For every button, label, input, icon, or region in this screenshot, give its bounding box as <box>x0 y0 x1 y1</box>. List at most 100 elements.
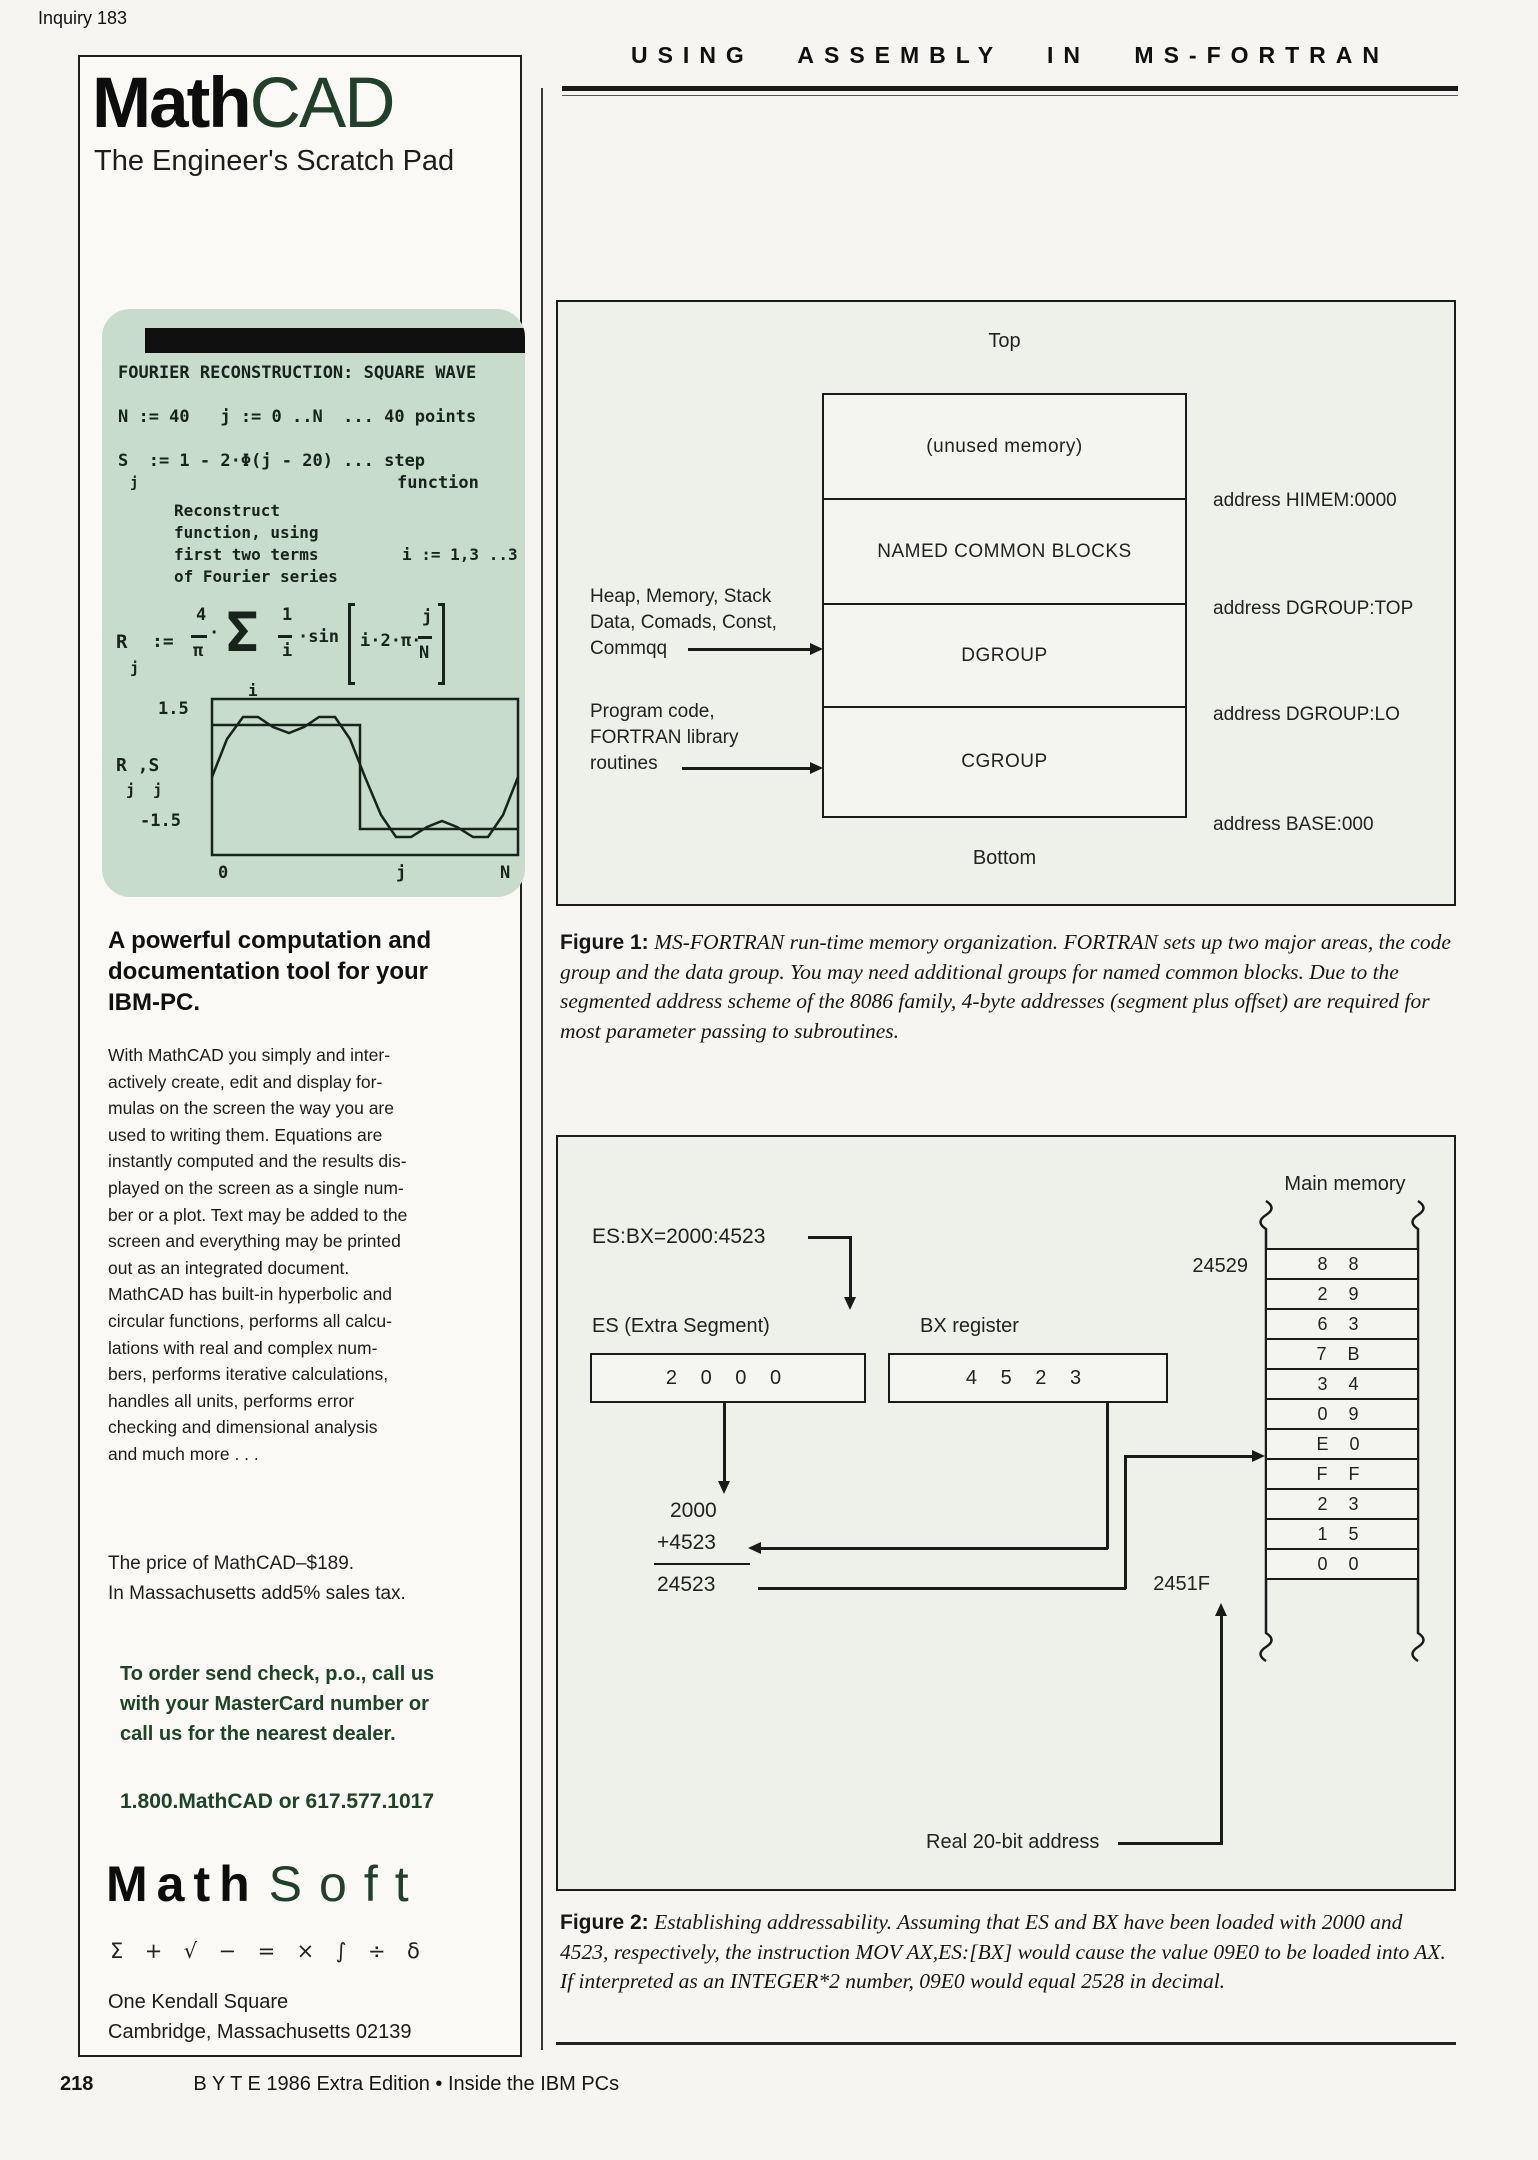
body-line: bers, performs iterative calculations, <box>108 1364 389 1385</box>
real-address-arrowhead <box>1215 1603 1227 1616</box>
bottom-rule <box>556 2042 1456 2045</box>
body-line: MathCAD has built-in hyperbolic and <box>108 1284 393 1305</box>
body-line: With MathCAD you simply and inter- <box>108 1045 391 1065</box>
formula-frac1-num: 4 <box>196 605 207 625</box>
esbx-arrowhead <box>844 1297 856 1310</box>
figure1-caption-text: MS-FORTRAN run-time memory organization.… <box>560 930 1451 1043</box>
screen-note-line: function, using <box>174 523 319 542</box>
fig2-main-memory-label: Main memory <box>1284 1173 1406 1195</box>
label-line: Commqq <box>590 638 668 659</box>
screen-note-line: Reconstruct <box>174 501 280 520</box>
ad-order-info: To order send check, p.o., call us with … <box>120 1659 434 1749</box>
cgroup-arrow-line <box>682 767 810 770</box>
logo-math: Math <box>92 64 252 143</box>
inquiry-number: Inquiry 183 <box>38 8 128 28</box>
memory-cell: 3 4 <box>1265 1368 1419 1400</box>
fraction-bar <box>418 636 432 639</box>
esbx-connector-v <box>849 1236 852 1298</box>
figure1-caption-lead: Figure 1: <box>560 931 649 954</box>
memory-block-unused: (unused memory) <box>822 393 1187 500</box>
minus-symbol: − <box>218 1939 237 1963</box>
headline-line: IBM-PC. <box>108 989 200 1016</box>
figure1-caption: Figure 1: MS-FORTRAN run-time memory org… <box>560 928 1456 1046</box>
memory-cell: F F <box>1265 1458 1419 1490</box>
plot-ylabel-sub: j j <box>126 781 163 799</box>
memory-cell: 0 0 <box>1265 1548 1419 1580</box>
label-line: FORTRAN library <box>590 727 739 748</box>
logo-cad: CAD <box>249 64 396 143</box>
body-line: actively create, edit and display for- <box>108 1071 383 1092</box>
figure2-addressability-diagram: ES:BX=2000:4523 ES (Extra Segment) BX re… <box>556 1135 1456 1891</box>
ad-price: The price of MathCAD–$189. In Massachuse… <box>108 1549 406 1609</box>
column-divider <box>541 88 543 2050</box>
plot-ylabel: R ,S <box>116 755 160 776</box>
formula-sigma: Σ <box>226 601 259 664</box>
result-arrow-v <box>1124 1457 1127 1589</box>
memory-cell: 2 9 <box>1265 1278 1419 1310</box>
fig1-address-dgroup-top: address DGROUP:TOP <box>1213 598 1414 619</box>
fig1-address-base: address BASE:000 <box>1213 814 1374 835</box>
label-line: Program code, <box>590 701 715 722</box>
headline-line: A powerful computation and <box>108 927 432 954</box>
memory-cell: 1 5 <box>1265 1518 1419 1550</box>
screen-range-i: i := 1,3 ..3 <box>402 545 518 564</box>
formula-assign: := <box>152 631 174 652</box>
fourier-reconstruction-series <box>210 715 520 839</box>
bx-arrowhead <box>748 1542 761 1554</box>
plot-ymax: 1.5 <box>158 699 189 719</box>
fig1-address-himem: address HIMEM:0000 <box>1213 490 1397 511</box>
body-line: instantly computed and the results dis- <box>108 1151 407 1172</box>
formula-sin: ·sin <box>298 627 339 647</box>
memory-block-named-common: NAMED COMMON BLOCKS <box>822 498 1187 605</box>
dgroup-arrow-line <box>688 648 810 651</box>
order-line: with your MasterCard number or <box>120 1693 429 1715</box>
ad-tagline: The Engineer's Scratch Pad <box>94 145 455 177</box>
delta-symbol: δ <box>407 1939 420 1963</box>
mathcad-screenshot: FOURIER RECONSTRUCTION: SQUARE WAVE N :=… <box>102 309 525 897</box>
memory-cells-column: 8 8 2 9 6 3 7 B 3 4 0 9 E 0 F F 2 3 1 5 … <box>1265 1248 1419 1580</box>
plot-x0: 0 <box>218 863 229 883</box>
square-wave-series <box>212 723 518 831</box>
screen-note-line: of Fourier series <box>174 567 338 586</box>
right-bracket <box>438 603 445 685</box>
memory-block-cgroup: CGROUP <box>822 706 1187 818</box>
formula-frac1-den: π <box>193 641 204 661</box>
times-symbol: × <box>296 1939 315 1963</box>
fig2-bx-label: BX register <box>920 1315 1019 1337</box>
formula-lhs-sub: j <box>130 659 140 677</box>
body-line: screen and everything may be printed <box>108 1231 401 1252</box>
memory-cell: 7 B <box>1265 1338 1419 1370</box>
cgroup-arrowhead <box>810 762 823 774</box>
ad-headline: A powerful computation and documentation… <box>108 925 431 1018</box>
bx-elbow-h <box>760 1547 1108 1550</box>
result-arrowhead <box>1252 1450 1265 1462</box>
memory-cell: 8 8 <box>1265 1248 1419 1280</box>
mathcad-ad: MathCAD The Engineer's Scratch Pad FOURI… <box>78 55 525 2057</box>
screen-line-n: N := 40 j := 0 ..N ... 40 points <box>118 407 477 427</box>
price-line: In Massachusetts add5% sales tax. <box>108 1583 406 1604</box>
plot-ymin: -1.5 <box>140 811 181 831</box>
left-bracket <box>348 603 355 685</box>
address-line: Cambridge, Massachusetts 02139 <box>108 2021 412 2043</box>
body-line: handles all units, performs error <box>108 1390 355 1411</box>
memory-cell: 0 9 <box>1265 1398 1419 1430</box>
address-line: One Kendall Square <box>108 1991 289 2013</box>
formula-inner: i·2·π· <box>360 631 422 651</box>
fig2-addr-bottom: 2451F <box>1153 1573 1210 1595</box>
fig1-cgroup-contents-label: Program code, FORTRAN library routines <box>590 699 739 777</box>
formula-sigma-index: i <box>248 681 258 700</box>
price-line: The price of MathCAD–$189. <box>108 1553 355 1574</box>
figure2-caption-lead: Figure 2: <box>560 1911 649 1934</box>
fig2-es-label: ES (Extra Segment) <box>592 1315 770 1337</box>
sum-rule <box>654 1563 750 1565</box>
fig2-real-address-label: Real 20-bit address <box>926 1831 1100 1853</box>
divide-symbol: ÷ <box>368 1939 386 1963</box>
page-footer: 218 B Y T E 1986 Extra Edition • Inside … <box>60 2073 619 2096</box>
label-line: routines <box>590 753 658 774</box>
plus-symbol: + <box>144 1939 163 1963</box>
result-arrow-h1 <box>758 1587 1126 1590</box>
fig1-top-label: Top <box>988 330 1021 352</box>
screen-note-line: first two terms <box>174 545 319 564</box>
footer-text: B Y T E 1986 Extra Edition • Inside the … <box>193 2073 620 2095</box>
